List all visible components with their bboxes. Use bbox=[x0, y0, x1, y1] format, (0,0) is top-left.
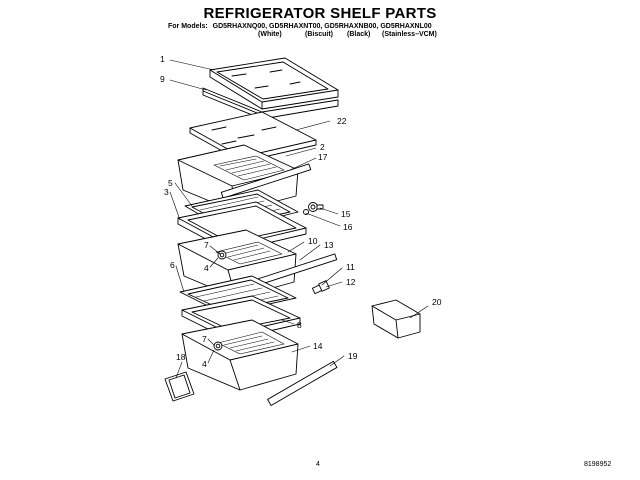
pan-cover-upper bbox=[177, 201, 307, 253]
callout-1: 1 bbox=[160, 54, 165, 64]
shelf-top-glass bbox=[209, 57, 339, 110]
callout-numbers: 1 9 22 2 17 5 3 15 16 7 4 10 13 6 11 12 … bbox=[160, 54, 442, 369]
finish-label: (White) bbox=[258, 31, 282, 38]
pan-cover-rail-upper bbox=[220, 163, 312, 199]
callout-7: 7 bbox=[202, 334, 207, 344]
pan-cover-rail-lower bbox=[267, 360, 338, 406]
document-number: 8198952 bbox=[584, 461, 612, 468]
callout-4: 4 bbox=[202, 359, 207, 369]
callout-15: 15 bbox=[341, 209, 351, 219]
callout-7: 7 bbox=[204, 240, 209, 250]
finish-label: (Black) bbox=[347, 31, 371, 38]
finish-label: (Biscuit) bbox=[305, 31, 333, 38]
callout-8: 8 bbox=[297, 320, 302, 330]
callout-5: 5 bbox=[168, 178, 173, 188]
leader-lines bbox=[169, 59, 429, 379]
page-title: REFRIGERATOR SHELF PARTS bbox=[203, 5, 437, 22]
pan-slide-parts bbox=[311, 280, 330, 295]
callout-16: 16 bbox=[343, 222, 353, 232]
callout-3: 3 bbox=[164, 187, 169, 197]
callout-17: 17 bbox=[318, 152, 328, 162]
model-number: GD5RHAXNQ00, bbox=[212, 23, 268, 30]
page-number: 4 bbox=[316, 461, 320, 468]
models-label: For Models: bbox=[168, 23, 208, 30]
callout-10: 10 bbox=[308, 236, 318, 246]
callout-20: 20 bbox=[432, 297, 442, 307]
callout-19: 19 bbox=[348, 351, 358, 361]
model-number: GD5RHAXNT00, bbox=[269, 23, 323, 30]
callout-9: 9 bbox=[160, 74, 165, 84]
callout-13: 13 bbox=[324, 240, 334, 250]
model-list: For Models: GD5RHAXNQ00, GD5RHAXNT00, GD… bbox=[168, 23, 432, 30]
crisper-pan-lower bbox=[181, 319, 299, 391]
door-bin bbox=[371, 299, 421, 339]
callout-18: 18 bbox=[176, 352, 186, 362]
callout-2: 2 bbox=[320, 142, 325, 152]
callout-22: 22 bbox=[337, 116, 347, 126]
callout-14: 14 bbox=[313, 341, 323, 351]
callout-11: 11 bbox=[346, 262, 355, 272]
finish-label: (Stainless–VCM) bbox=[382, 31, 437, 38]
model-number: GD5RHAXNL00 bbox=[380, 23, 432, 30]
callout-4: 4 bbox=[204, 263, 209, 273]
crisper-cover-glass bbox=[189, 111, 317, 163]
callout-6: 6 bbox=[170, 260, 175, 270]
humidity-control-parts bbox=[303, 202, 324, 215]
callout-12: 12 bbox=[346, 277, 356, 287]
model-number: GD5RHAXNB00, bbox=[324, 23, 379, 30]
humidity-control-cover bbox=[164, 371, 195, 402]
